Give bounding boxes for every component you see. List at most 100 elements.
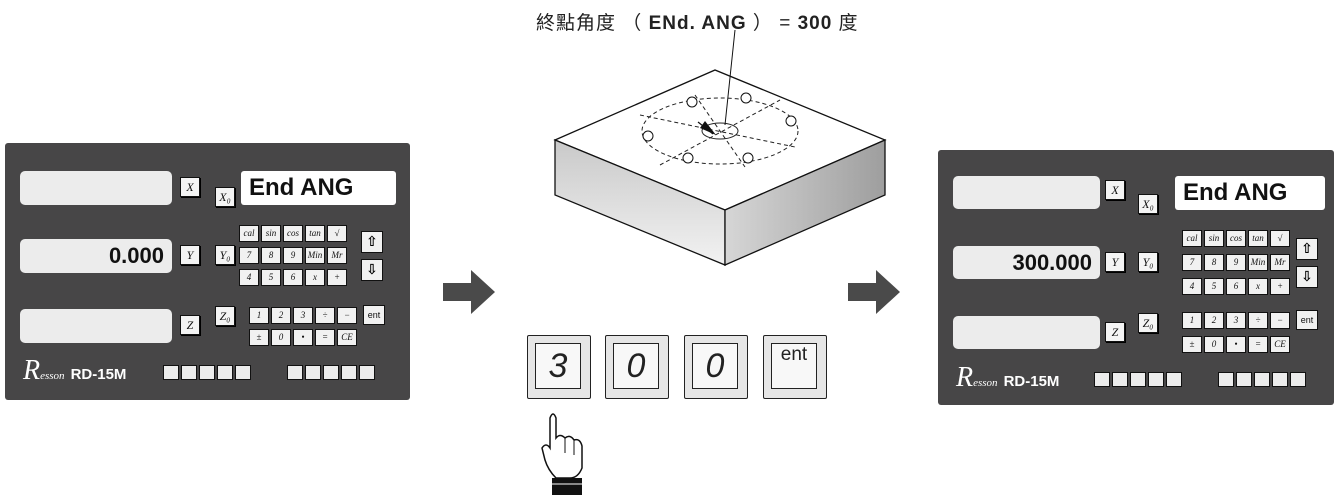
key-plusminus[interactable]: ± [249,329,269,346]
key-6[interactable]: 6 [1226,278,1246,295]
arrow-up-icon[interactable]: ⇧ [1296,238,1318,260]
y-zero-key[interactable]: Y₀ [1138,252,1158,272]
key-equals[interactable]: = [315,329,335,346]
func-key[interactable] [305,365,321,380]
y-axis-key[interactable]: Y [1105,252,1125,272]
input-key-0[interactable]: 0 [605,335,669,399]
key-6[interactable]: 6 [283,269,303,286]
z-zero-key[interactable]: Z₀ [215,306,235,326]
func-key[interactable] [1130,372,1146,387]
key-4[interactable]: 4 [1182,278,1202,295]
key-4[interactable]: 4 [239,269,259,286]
func-key[interactable] [287,365,303,380]
x-zero-key[interactable]: X₀ [215,187,235,207]
key-2[interactable]: 2 [1204,312,1224,329]
key-0[interactable]: 0 [1204,336,1224,353]
key-ce[interactable]: CE [337,329,357,346]
x-axis-key[interactable]: X [1105,180,1125,200]
func-key[interactable] [323,365,339,380]
key-5[interactable]: 5 [261,269,281,286]
key-2[interactable]: 2 [271,307,291,324]
model-name: RD-15M [70,366,127,383]
arrow-down-icon[interactable]: ⇩ [361,259,383,281]
func-key[interactable] [1272,372,1288,387]
caption-suffix: 度 [832,13,859,34]
key-equals[interactable]: = [1248,336,1268,353]
key-mr[interactable]: Mr [1270,254,1290,271]
key-divide[interactable]: ÷ [1248,312,1268,329]
key-minus[interactable]: − [1270,312,1290,329]
key-min[interactable]: Min [1248,254,1268,271]
key-ent[interactable]: ent [1296,310,1318,330]
key-minus[interactable]: − [337,307,357,324]
func-key[interactable] [199,365,215,380]
key-mr[interactable]: Mr [327,247,347,264]
x-display [20,171,172,205]
key-1[interactable]: 1 [249,307,269,324]
key-8[interactable]: 8 [1204,254,1224,271]
key-plus[interactable]: + [1270,278,1290,295]
key-cal[interactable]: cal [1182,230,1202,247]
arrow-up-icon[interactable]: ⇧ [361,231,383,253]
key-3[interactable]: 3 [1226,312,1246,329]
func-key[interactable] [235,365,251,380]
key-min[interactable]: Min [305,247,325,264]
func-key[interactable] [1236,372,1252,387]
key-dot[interactable]: • [1226,336,1246,353]
z-axis-key[interactable]: Z [1105,322,1125,342]
input-key-0[interactable]: 0 [684,335,748,399]
key-1[interactable]: 1 [1182,312,1202,329]
pointing-hand-icon [541,413,583,495]
key-multiply[interactable]: x [1248,278,1268,295]
caption-mid: ） = [746,13,798,34]
z-zero-key[interactable]: Z₀ [1138,313,1158,333]
z-display [953,316,1100,349]
key-plus[interactable]: + [327,269,347,286]
func-key[interactable] [1290,372,1306,387]
key-sqrt[interactable]: √ [1270,230,1290,247]
key-8[interactable]: 8 [261,247,281,264]
key-7[interactable]: 7 [239,247,259,264]
func-key[interactable] [1094,372,1110,387]
key-sqrt[interactable]: √ [327,225,347,242]
func-key[interactable] [359,365,375,380]
key-divide[interactable]: ÷ [315,307,335,324]
key-tan[interactable]: tan [305,225,325,242]
func-key[interactable] [163,365,179,380]
func-key[interactable] [1112,372,1128,387]
key-3[interactable]: 3 [293,307,313,324]
func-key[interactable] [341,365,357,380]
func-key[interactable] [1218,372,1234,387]
key-sin[interactable]: sin [1204,230,1224,247]
key-ce[interactable]: CE [1270,336,1290,353]
key-dot[interactable]: • [293,329,313,346]
func-key[interactable] [1148,372,1164,387]
key-plusminus[interactable]: ± [1182,336,1202,353]
z-axis-key[interactable]: Z [180,315,200,335]
func-key[interactable] [217,365,233,380]
key-0[interactable]: 0 [271,329,291,346]
func-key[interactable] [181,365,197,380]
x-axis-key[interactable]: X [180,177,200,197]
x-zero-key[interactable]: X₀ [1138,194,1158,214]
key-multiply[interactable]: x [305,269,325,286]
func-key[interactable] [1166,372,1182,387]
y-axis-key[interactable]: Y [180,245,200,265]
y-zero-key[interactable]: Y₀ [215,245,235,265]
key-9[interactable]: 9 [1226,254,1246,271]
key-5[interactable]: 5 [1204,278,1224,295]
key-7[interactable]: 7 [1182,254,1202,271]
key-cal[interactable]: cal [239,225,259,242]
key-cos[interactable]: cos [1226,230,1246,247]
key-ent[interactable]: ent [363,305,385,325]
key-cos[interactable]: cos [283,225,303,242]
arrow-down-icon[interactable]: ⇩ [1296,266,1318,288]
func-key[interactable] [1254,372,1270,387]
key-sin[interactable]: sin [261,225,281,242]
key-9[interactable]: 9 [283,247,303,264]
input-key-3[interactable]: 3 [527,335,591,399]
key-tan[interactable]: tan [1248,230,1268,247]
input-key-ent[interactable]: ent [763,335,827,399]
